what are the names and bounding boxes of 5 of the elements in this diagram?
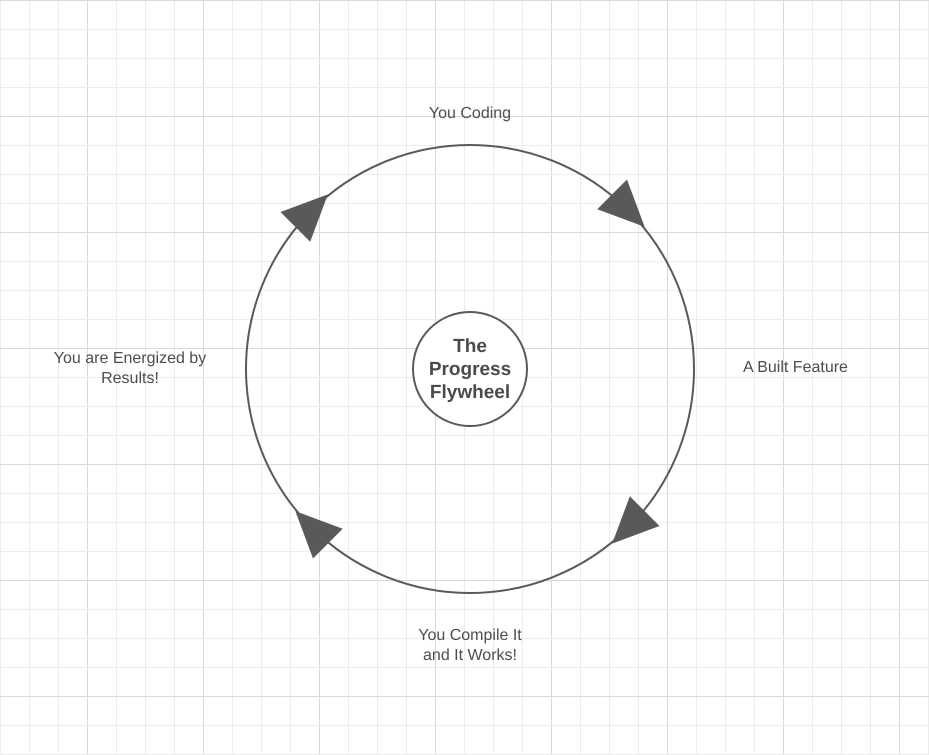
center-title: The Progress Flywheel: [428, 334, 512, 404]
stage-label: You Coding: [428, 104, 512, 124]
stage-label: You Compile It and It Works!: [417, 626, 523, 666]
stage-label: A Built Feature: [743, 358, 849, 378]
stage-label: You are Energized by Results!: [52, 349, 208, 389]
